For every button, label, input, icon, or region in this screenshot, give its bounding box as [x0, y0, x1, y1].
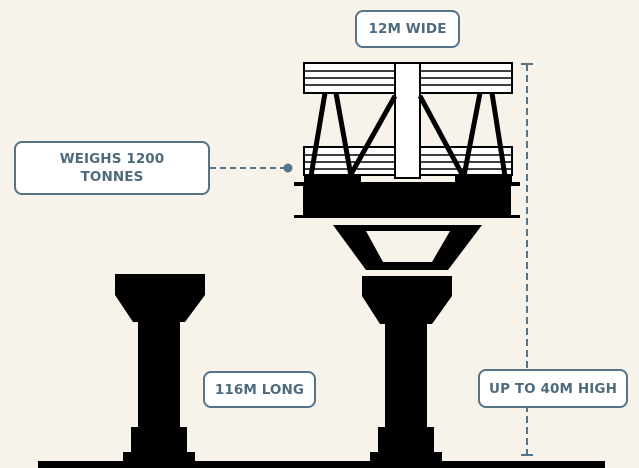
- width-label: 12M WIDE: [355, 10, 460, 48]
- deck-segment: [294, 172, 520, 218]
- weight-label-line2: TONNES: [80, 169, 144, 185]
- weight-label-line1: WEIGHS 1200: [59, 151, 165, 167]
- pier-cap: [333, 225, 482, 270]
- weight-label: WEIGHS 1200 TONNES: [14, 141, 210, 195]
- height-label: UP TO 40M HIGH: [478, 369, 628, 408]
- length-label: 116M LONG: [203, 371, 316, 408]
- launching-gantry: [303, 62, 513, 179]
- height-label-text: UP TO 40M HIGH: [489, 380, 617, 397]
- weight-leader: [210, 163, 293, 173]
- width-label-text: 12M WIDE: [368, 21, 447, 37]
- length-label-text: 116M LONG: [214, 381, 305, 398]
- right-pier: [362, 276, 452, 462]
- ground-line: [38, 461, 605, 468]
- left-pier: [115, 274, 205, 462]
